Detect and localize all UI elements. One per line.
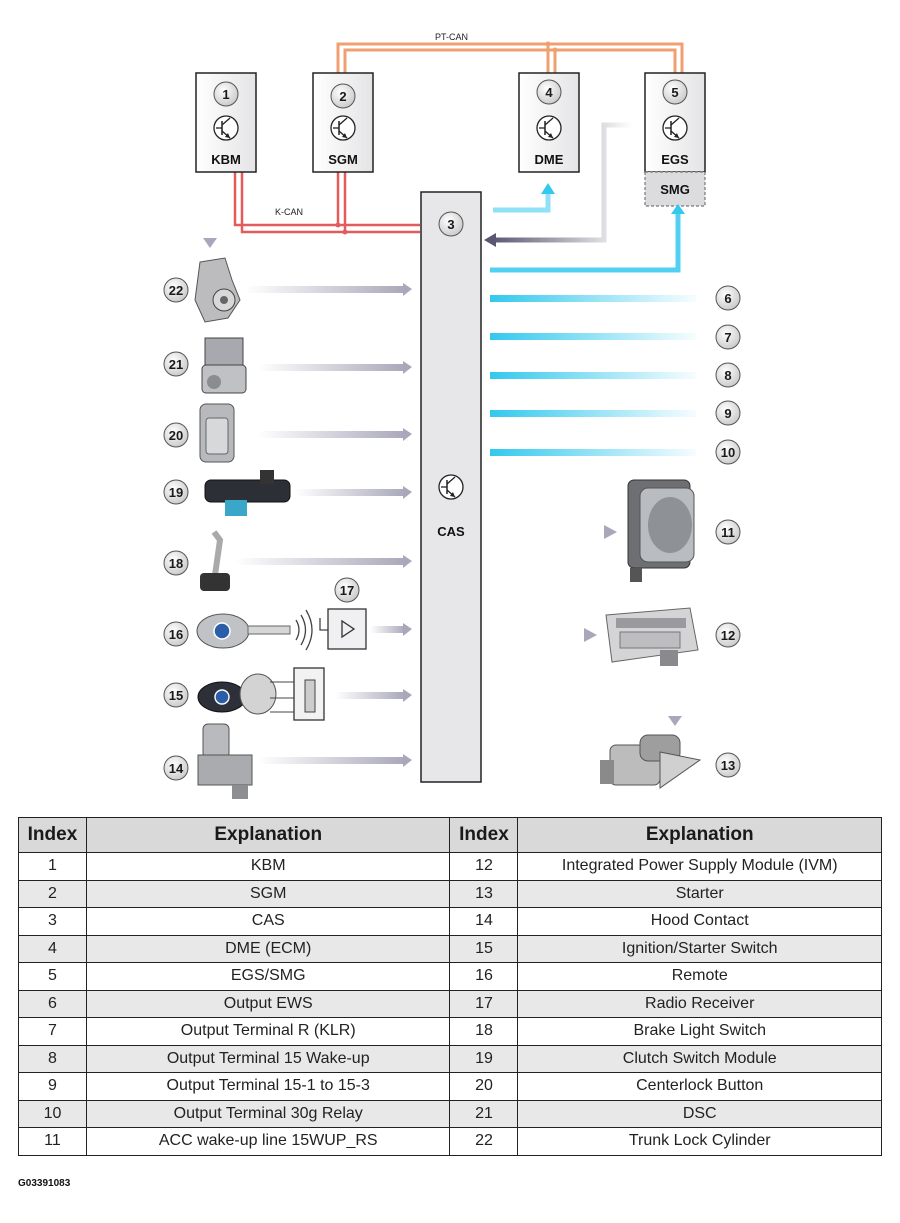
svg-text:8: 8 — [724, 368, 731, 383]
output-devices: 11 12 13 — [492, 479, 741, 789]
clutch-switch-icon — [204, 470, 291, 516]
smg-label: SMG — [660, 182, 690, 197]
remote-key-icon — [196, 613, 291, 649]
module-egs: 5 EGS SMG — [644, 72, 706, 207]
header-index: Index — [449, 817, 519, 853]
starter-motor-icon — [600, 734, 702, 789]
svg-text:6: 6 — [724, 291, 731, 306]
ignition-switch-icon — [197, 667, 325, 721]
svg-text:SGM: SGM — [328, 152, 358, 167]
power-module-icon — [605, 607, 699, 666]
svg-text:20: 20 — [169, 428, 183, 443]
svg-text:22: 22 — [169, 283, 183, 298]
cas-system-diagram: PT-CAN K-CAN 1 KBM 2 SGM 4 DME 5 EGS — [163, 32, 741, 799]
svg-text:19: 19 — [169, 485, 183, 500]
input-arrows — [235, 283, 412, 767]
header-index: Index — [18, 817, 87, 853]
module-arrows — [203, 122, 685, 273]
svg-text:1: 1 — [222, 87, 229, 102]
brake-pedal-icon — [200, 530, 230, 591]
svg-text:12: 12 — [721, 628, 735, 643]
svg-text:15: 15 — [169, 688, 183, 703]
transistor-icon — [536, 115, 562, 141]
svg-text:9: 9 — [724, 406, 731, 421]
acc-radar-icon — [627, 479, 695, 582]
svg-text:2: 2 — [339, 89, 346, 104]
k-can-label: K-CAN — [275, 207, 303, 217]
centerlock-button-icon — [199, 403, 235, 463]
figure-id: G03391083 — [18, 1178, 71, 1189]
dsc-unit-icon — [201, 337, 247, 394]
svg-text:14: 14 — [169, 761, 184, 776]
svg-text:21: 21 — [169, 357, 183, 372]
pt-can-label: PT-CAN — [435, 32, 468, 42]
svg-text:KBM: KBM — [211, 152, 241, 167]
svg-text:4: 4 — [545, 85, 553, 100]
output-callouts: 6 7 8 9 10 — [715, 285, 741, 465]
smg-box — [644, 171, 706, 207]
radio-receiver-icon — [327, 608, 367, 650]
output-arrows — [490, 292, 712, 459]
svg-text:DME: DME — [535, 152, 564, 167]
module-dme: 4 DME — [518, 72, 580, 173]
cas-label: CAS — [437, 524, 465, 539]
svg-text:18: 18 — [169, 556, 183, 571]
header-explanation: Explanation — [517, 817, 882, 853]
hood-contact-icon — [197, 723, 253, 799]
k-can-bus: K-CAN — [233, 172, 420, 235]
svg-text:11: 11 — [721, 525, 735, 540]
transistor-icon — [213, 115, 239, 141]
transistor-icon — [330, 115, 356, 141]
module-kbm: 1 KBM — [195, 72, 257, 173]
module-sgm: 2 SGM — [312, 72, 374, 173]
svg-text:13: 13 — [721, 758, 735, 773]
pt-can-bus: PT-CAN — [336, 32, 684, 73]
svg-text:7: 7 — [724, 330, 731, 345]
transistor-icon — [662, 115, 688, 141]
svg-text:5: 5 — [671, 85, 678, 100]
svg-text:16: 16 — [169, 627, 183, 642]
legend-header-row: Index Explanation Index Explanation — [18, 817, 882, 853]
radio-waves-icon — [295, 609, 328, 651]
header-explanation: Explanation — [85, 817, 451, 853]
cas-module: 3 CAS — [420, 191, 482, 783]
svg-text:10: 10 — [721, 445, 735, 460]
input-devices: 22 21 20 19 18 — [163, 257, 367, 799]
receiver-number: 17 — [340, 583, 354, 598]
trunk-lock-cylinder-icon — [194, 257, 241, 323]
svg-text:EGS: EGS — [661, 152, 689, 167]
transistor-icon — [438, 474, 464, 500]
cas-number: 3 — [447, 217, 454, 232]
